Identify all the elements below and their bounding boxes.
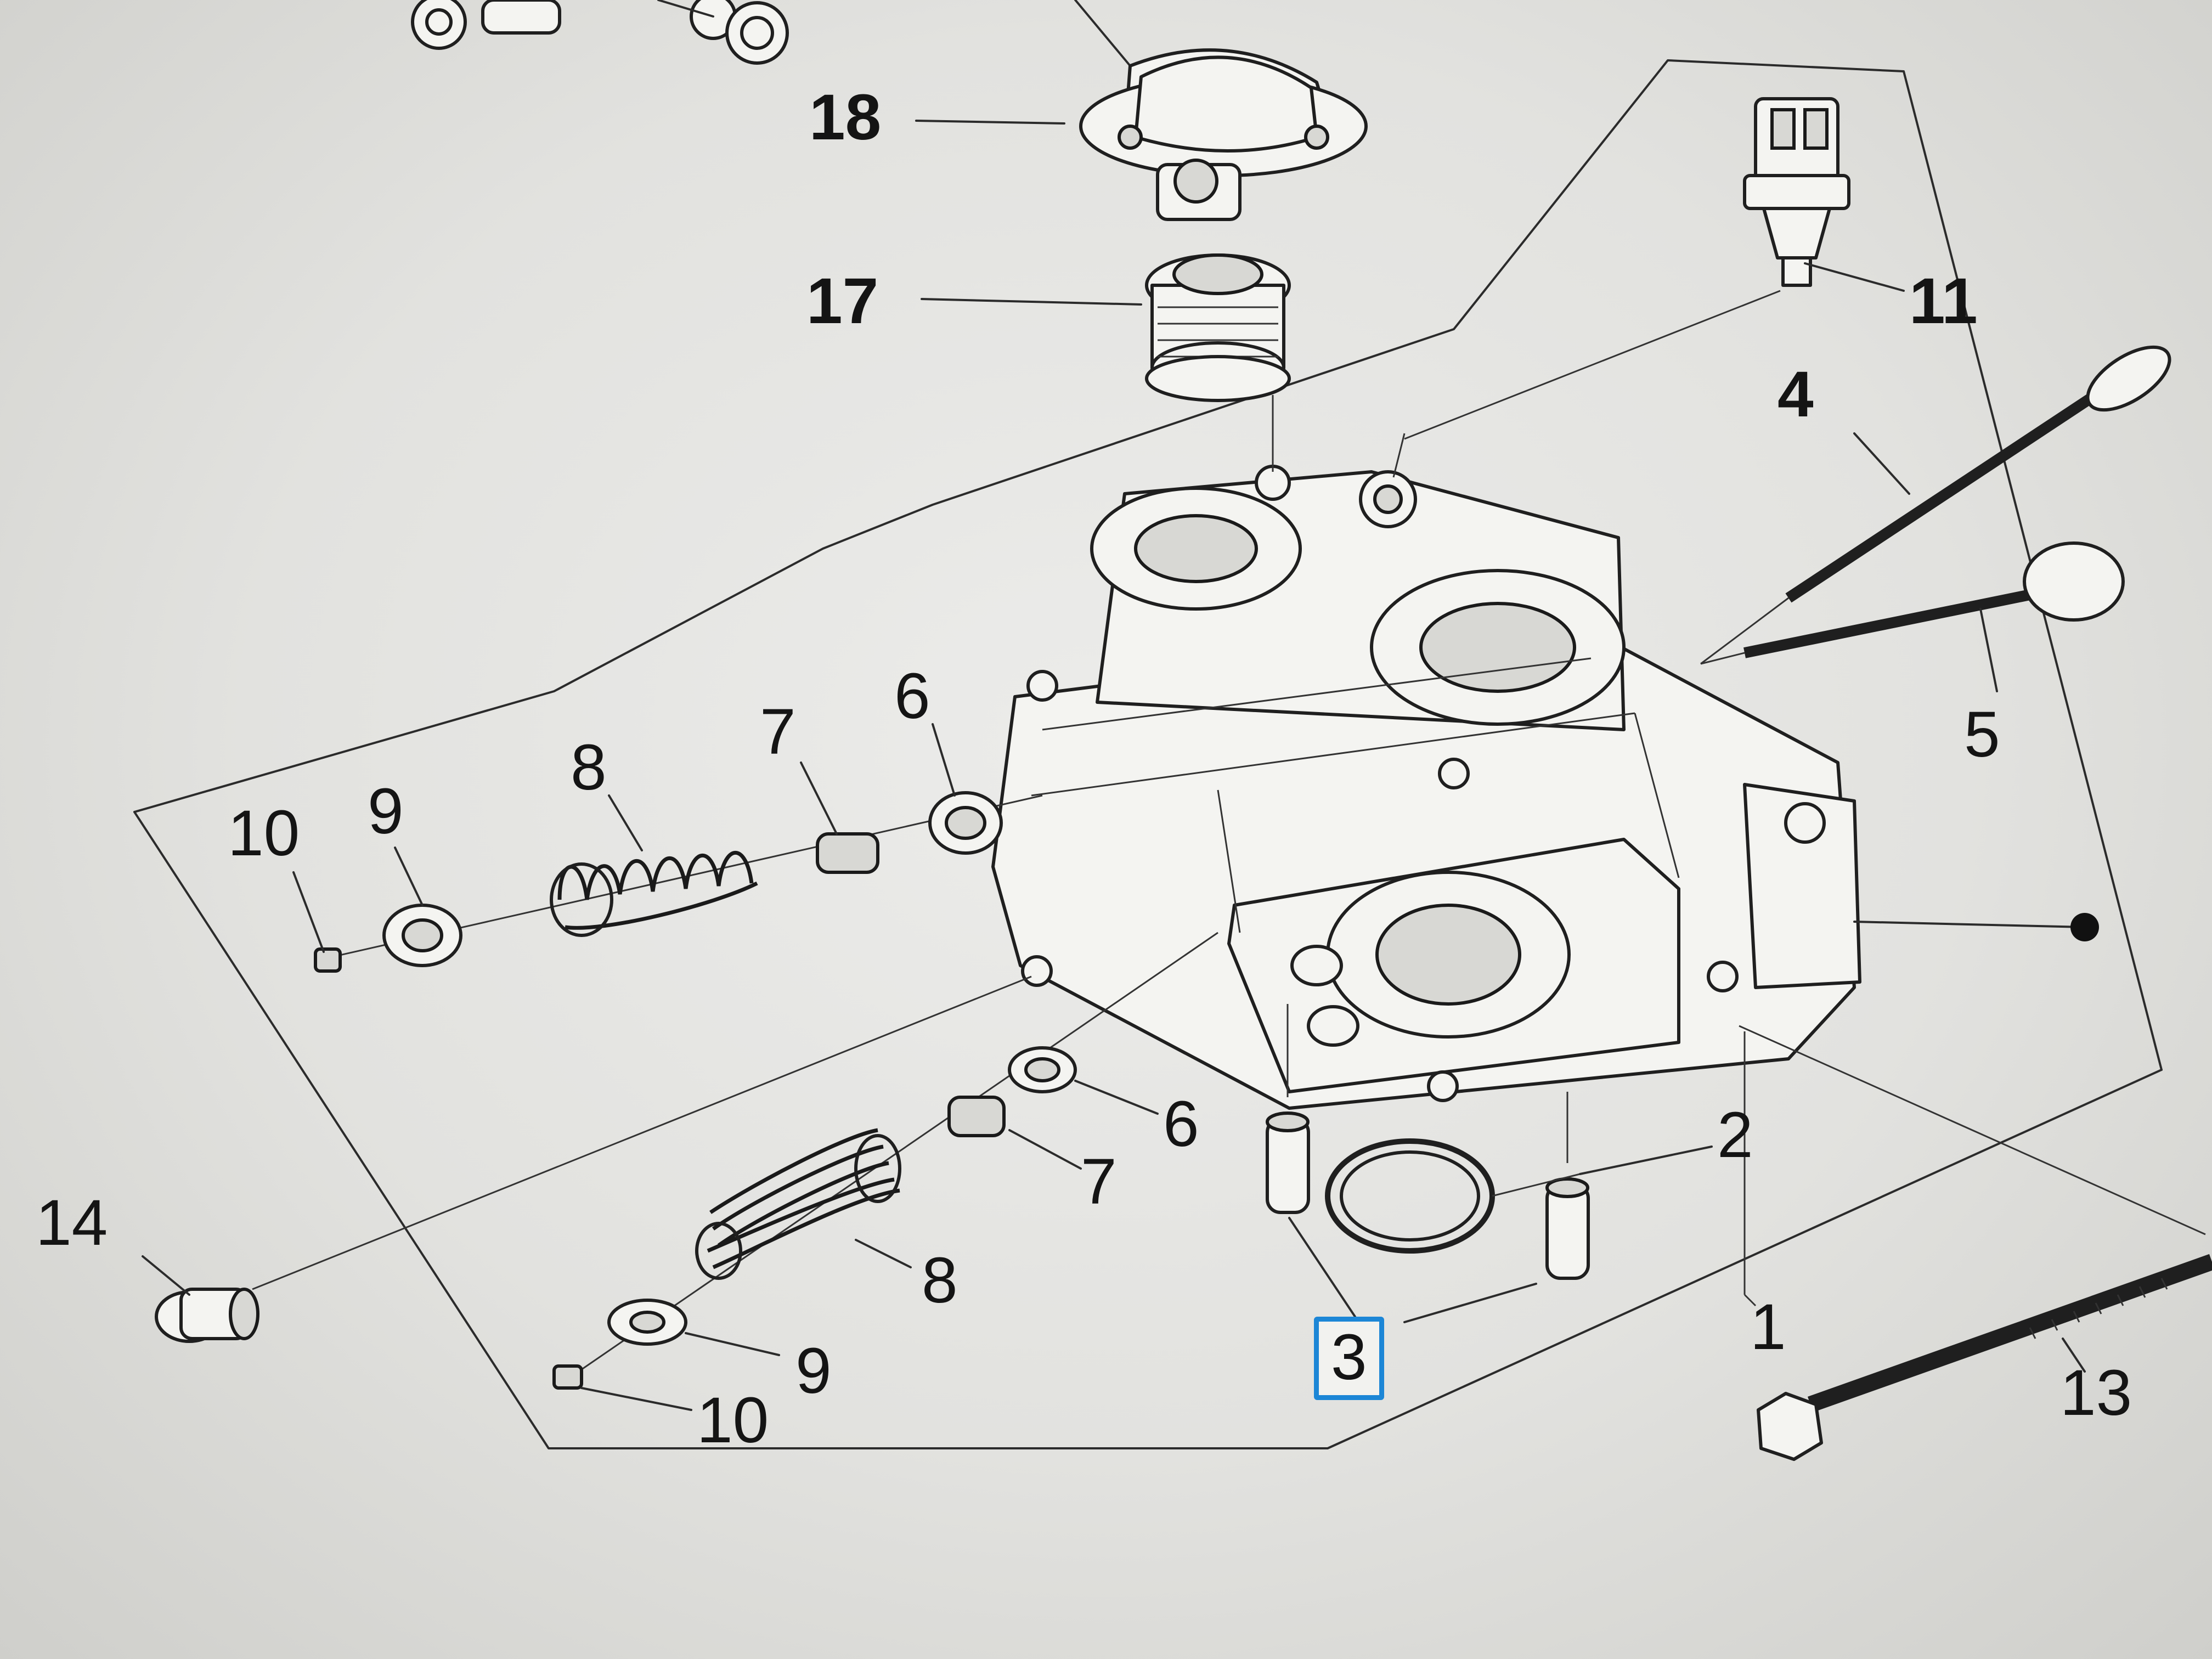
callout-2: 2 xyxy=(1717,1099,1753,1171)
callout-5: 5 xyxy=(1964,698,2000,771)
callout-4: 4 xyxy=(1778,358,1814,431)
callout-9-lower: 9 xyxy=(795,1335,832,1407)
spring-retainer-part-9-upper xyxy=(382,904,462,967)
drain-plug-part-14 xyxy=(155,1288,259,1343)
leader-line-10b xyxy=(580,1387,692,1411)
callout-6-upper: 6 xyxy=(894,660,930,732)
callout-3-highlighted[interactable]: 3 xyxy=(1314,1317,1384,1400)
callout-7-lower: 7 xyxy=(1081,1146,1117,1218)
leader-line-5 xyxy=(1979,608,1998,692)
valve-spring-part-8-upper xyxy=(550,851,758,937)
leader-line-18 xyxy=(915,120,1065,125)
callout-14: 14 xyxy=(36,1187,108,1259)
leader-line-2b xyxy=(1492,1173,1581,1197)
leader-dot-1 xyxy=(2070,913,2099,941)
callout-10-upper: 10 xyxy=(228,797,300,870)
leader-line-10a xyxy=(292,871,325,953)
valve-seal-part-6-lower xyxy=(1008,1046,1077,1093)
callout-13: 13 xyxy=(2060,1357,2132,1429)
exhaust-valve-part-5 xyxy=(1743,541,2125,658)
leader-line-14b xyxy=(252,975,1032,1290)
head-bolt-part-13 xyxy=(1757,1254,2212,1461)
leader-line-13 xyxy=(2062,1338,2086,1373)
leader-line-8a xyxy=(608,794,643,851)
callout-10-lower: 10 xyxy=(697,1384,769,1457)
leader-line-11 xyxy=(1804,262,1905,292)
thermostat-cover-part-18 xyxy=(1074,0,1368,221)
leader-line-17 xyxy=(921,298,1142,306)
valve-cotter-part-10-lower xyxy=(552,1364,583,1390)
valve-stem-seal-part-7-upper xyxy=(816,832,879,874)
valve-stem-seal-part-7-lower xyxy=(947,1096,1006,1137)
temperature-sensor-part-11 xyxy=(1743,97,1850,287)
callout-8-lower: 8 xyxy=(922,1244,958,1317)
valve-cotter-part-10-upper xyxy=(314,947,342,973)
callout-11: 11 xyxy=(1909,265,1978,337)
leader-line-1 xyxy=(1853,921,2086,928)
leader-line-6a xyxy=(932,723,956,797)
leader-line-6b xyxy=(1074,1080,1159,1115)
leader-line-3a xyxy=(1288,1217,1356,1318)
leader-line-9a xyxy=(394,847,424,906)
leader-line-9b xyxy=(685,1332,780,1356)
lower-valve-axis xyxy=(570,932,1218,1378)
callout-6-lower: 6 xyxy=(1163,1088,1199,1160)
leader-line-13b xyxy=(1739,1025,2206,1235)
intake-valve-part-4 xyxy=(1785,345,2171,603)
leader-line-3b xyxy=(1403,1283,1537,1323)
callout-17: 17 xyxy=(806,265,879,337)
leader-line-11b xyxy=(1404,290,1781,440)
spring-retainer-part-9-lower xyxy=(607,1299,687,1346)
leader-line-7b xyxy=(1008,1129,1082,1170)
callout-8-upper: 8 xyxy=(571,731,607,804)
leader-line-7a xyxy=(800,761,838,835)
callout-1: 1 xyxy=(1750,1291,1786,1363)
callout-7-upper: 7 xyxy=(760,696,796,768)
callout-9-upper: 9 xyxy=(368,775,404,848)
callout-18: 18 xyxy=(809,81,882,154)
leader-line-8b xyxy=(855,1239,912,1268)
valve-seal-part-6-upper xyxy=(928,791,1003,855)
cylinder-head-part-1 xyxy=(991,465,1861,1110)
hose-clamp-parts xyxy=(411,0,789,65)
assembly-boundary-line xyxy=(133,59,2163,1071)
leader-line-4 xyxy=(1853,432,1910,495)
o-ring-part-2 xyxy=(1325,1138,1495,1254)
leader-line-2a xyxy=(1579,1146,1713,1175)
leader-line-14 xyxy=(142,1255,190,1296)
valve-spring-part-8-lower xyxy=(695,1128,901,1280)
dowel-pin-part-3-left xyxy=(1266,1111,1310,1214)
dowel-pin-part-3-right xyxy=(1545,1177,1590,1280)
thermostat-part-17 xyxy=(1145,253,1291,402)
